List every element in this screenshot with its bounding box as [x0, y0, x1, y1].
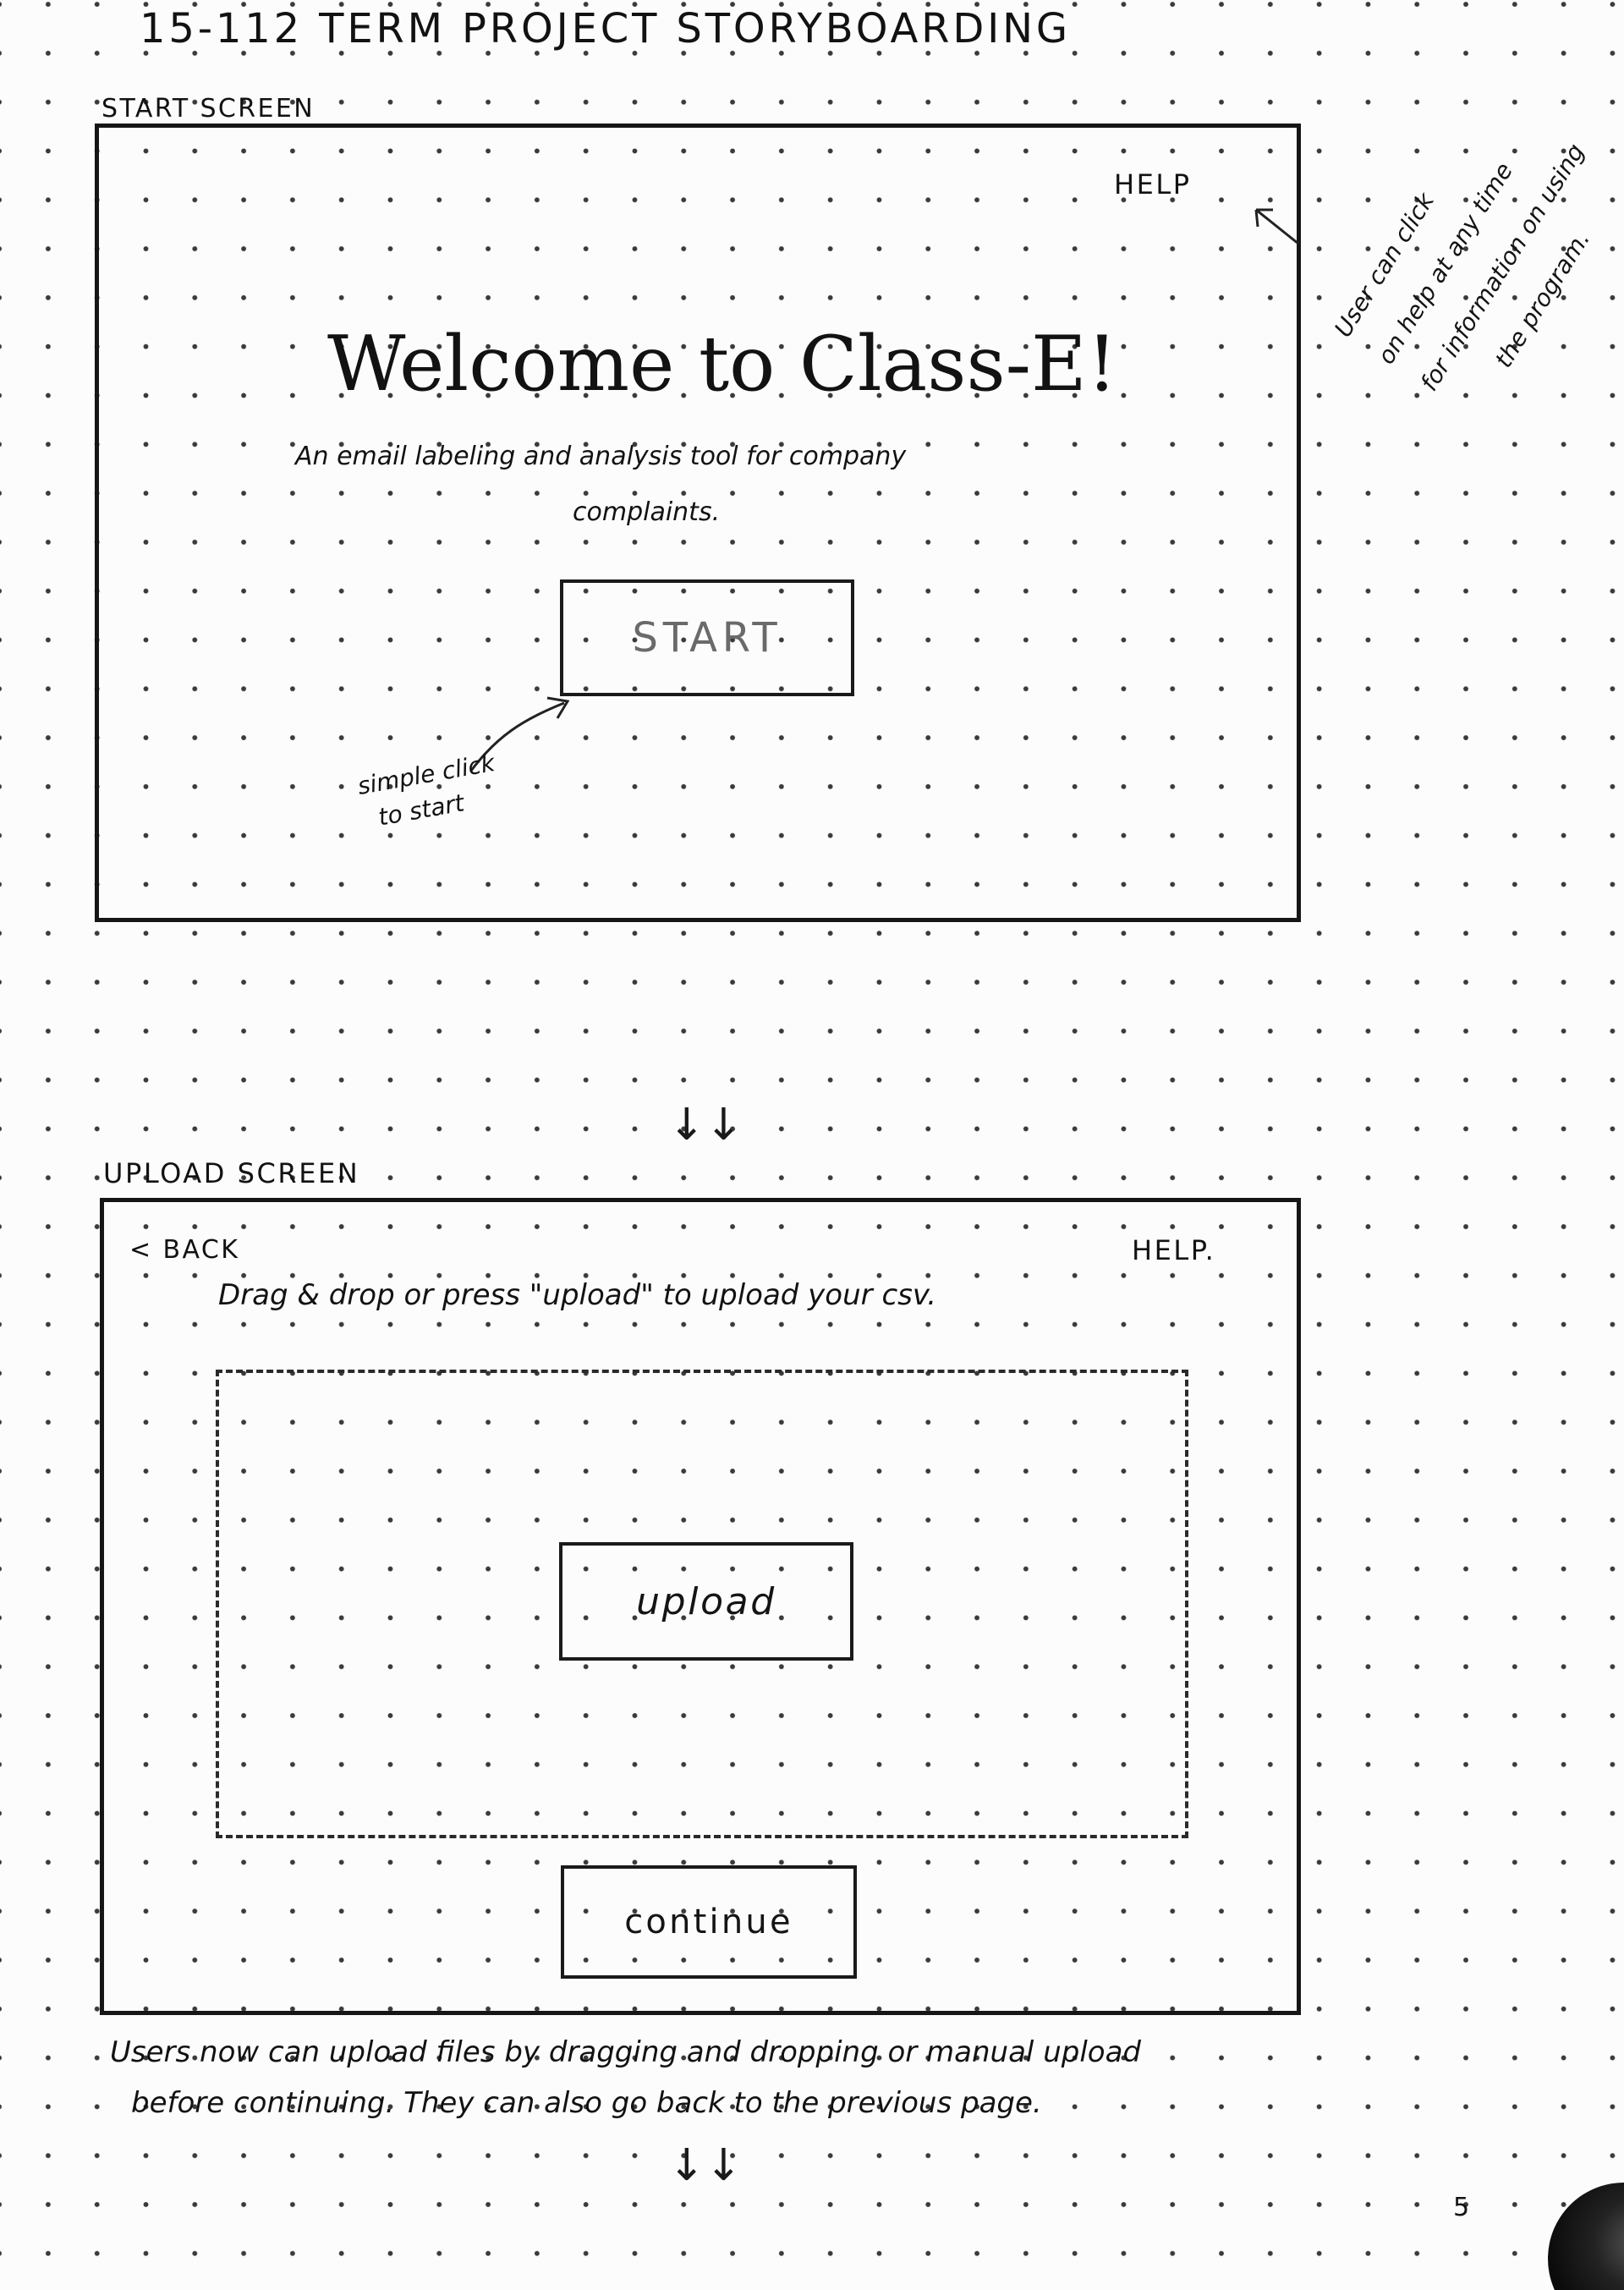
pointer-arrow-icon: [469, 696, 570, 772]
start-note-line2: to start: [376, 788, 467, 832]
start-button-label: START: [632, 614, 782, 662]
upload-instruction: Drag & drop or press "upload" to upload …: [218, 1278, 937, 1312]
welcome-heading: Welcome to Class-E!: [327, 320, 1117, 409]
start-screen-frame: HELP Welcome to Class-E! An email labeli…: [95, 124, 1301, 922]
upload-note-line1: Users now can upload files by dragging a…: [110, 2035, 1141, 2069]
page-title: 15-112 TERM PROJECT STORYBOARDING: [140, 5, 1071, 52]
down-arrows-icon-bottom: ↓↓: [668, 2140, 743, 2191]
help-link-upload[interactable]: HELP.: [1132, 1234, 1216, 1266]
continue-button-label: continue: [624, 1903, 793, 1941]
corner-shadow: [1548, 2183, 1624, 2290]
app-subtitle: An email labeling and analysis tool for …: [295, 442, 907, 471]
start-button[interactable]: START: [560, 579, 854, 696]
start-note: simple click: [355, 749, 497, 800]
upload-note-line2: before continuing. They can also go back…: [131, 2086, 1042, 2120]
page-number: 5: [1453, 2193, 1470, 2222]
back-link[interactable]: < BACK: [129, 1235, 240, 1265]
help-pointer-arrow-icon: [1254, 208, 1299, 245]
continue-button[interactable]: continue: [561, 1865, 857, 1979]
upload-screen-label: UPLOAD SCREEN: [103, 1157, 360, 1189]
start-screen-label: START SCREEN: [102, 94, 315, 124]
down-arrows-icon: ↓↓: [668, 1100, 743, 1150]
help-link[interactable]: HELP: [1114, 168, 1192, 200]
upload-button-label: upload: [636, 1579, 776, 1623]
upload-screen-frame: < BACK HELP. Drag & drop or press "uploa…: [100, 1198, 1301, 2015]
app-subtitle-line2: complaints.: [573, 497, 721, 527]
help-note: User can click on help at any time for i…: [1320, 80, 1624, 430]
drop-zone[interactable]: upload: [216, 1370, 1188, 1838]
upload-button[interactable]: upload: [559, 1542, 853, 1661]
